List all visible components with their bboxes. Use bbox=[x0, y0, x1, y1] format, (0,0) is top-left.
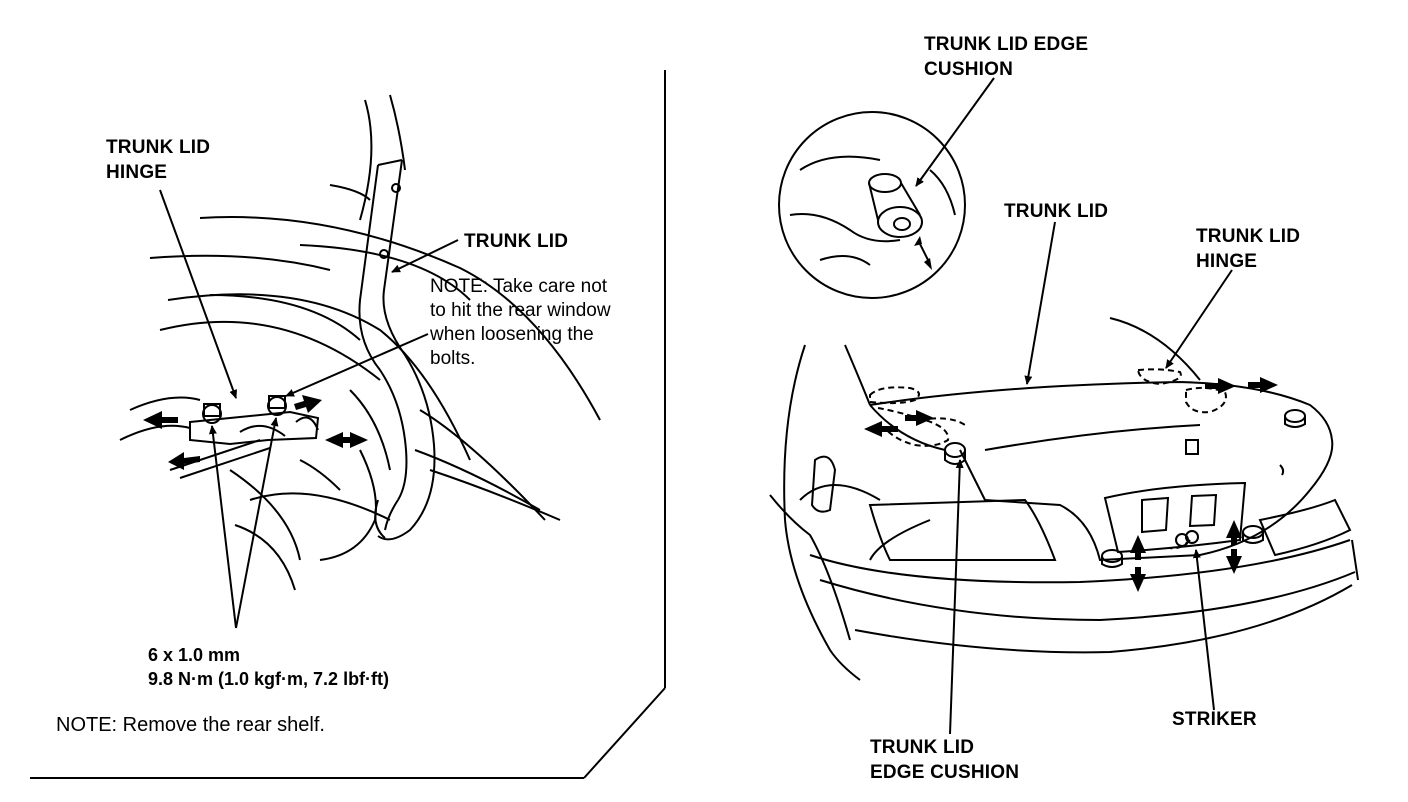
left-hinge-label: TRUNK LID HINGE bbox=[106, 137, 211, 183]
inset-arrows bbox=[914, 236, 932, 270]
dashed-hinge-outlines bbox=[869, 368, 1227, 550]
right-trunk-lid-label: TRUNK LID bbox=[1004, 201, 1109, 222]
left-hinge-illustration bbox=[119, 94, 601, 591]
striker-label: STRIKER bbox=[1172, 709, 1257, 730]
right-hinge-label: TRUNK LID HINGE bbox=[1196, 226, 1301, 272]
bolt-spec: 6 x 1.0 mm 9.8 N·m (1.0 kgf·m, 7.2 lbf·f… bbox=[148, 645, 390, 689]
left-adjust-arrows bbox=[143, 395, 368, 470]
right-adjust-arrows bbox=[864, 377, 1278, 592]
left-leader-lines bbox=[159, 189, 459, 629]
inset-circle bbox=[778, 111, 966, 299]
top-cushion-label: TRUNK LID EDGE CUSHION bbox=[924, 34, 1089, 80]
right-leader-lines bbox=[915, 77, 1233, 735]
left-trunk-lid-label: TRUNK LID bbox=[464, 231, 569, 252]
rear-window-note: NOTE: Take care not to hit the rear wind… bbox=[430, 276, 611, 369]
bottom-cushion-label: TRUNK LID EDGE CUSHION bbox=[870, 737, 1020, 783]
car-rear-illustration bbox=[769, 317, 1359, 681]
panel-borders bbox=[30, 70, 666, 779]
rear-shelf-note: NOTE: Remove the rear shelf. bbox=[56, 714, 325, 736]
